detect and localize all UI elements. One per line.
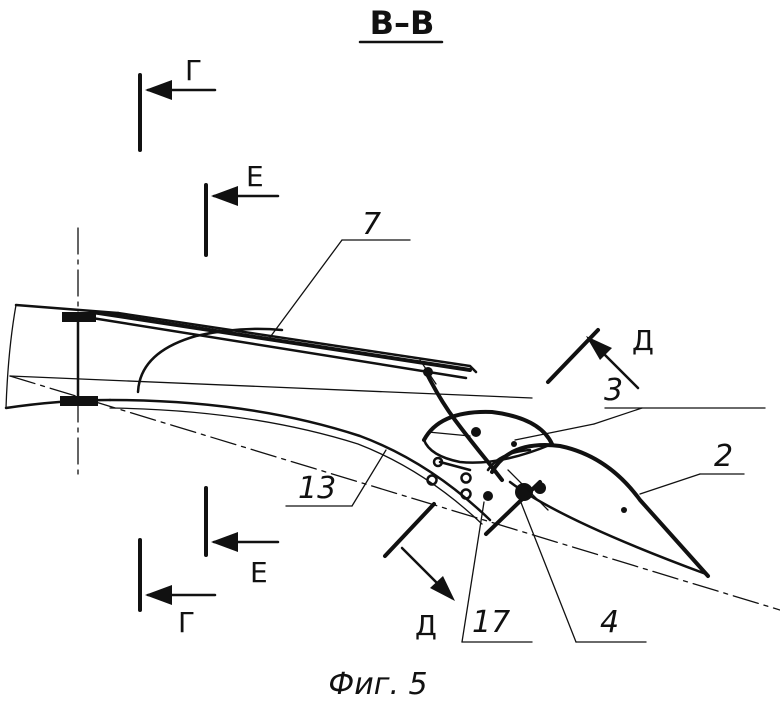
roller-track — [426, 456, 493, 501]
reference-line-horizontal — [9, 375, 533, 399]
hinge-carriage — [419, 359, 549, 536]
label-g-top: Г — [185, 54, 202, 87]
section-mark-g-top: Г — [138, 54, 217, 152]
section-mark-d-upper: Д — [546, 324, 654, 390]
section-mark-g-bottom: Г — [138, 538, 217, 639]
callout-13: 13 — [298, 471, 336, 506]
section-title: В–В — [370, 4, 435, 42]
section-mark-d-lower: Д — [383, 502, 455, 642]
callout-3: 3 — [604, 373, 623, 408]
section-mark-e-bottom: Е — [204, 486, 280, 589]
label-d-lower: Д — [415, 609, 437, 642]
leader-lines — [267, 239, 745, 643]
wing-root-structure — [4, 227, 120, 479]
figure-caption: Фиг. 5 — [328, 667, 427, 702]
spoiler-panel — [90, 310, 478, 394]
label-d-upper: Д — [632, 324, 654, 357]
label-g-bottom: Г — [178, 606, 195, 639]
callout-2: 2 — [714, 439, 733, 474]
label-e-bottom: Е — [250, 556, 268, 589]
lower-wing-contour — [108, 398, 492, 522]
section-mark-e-top: Е — [204, 160, 280, 257]
callout-4: 4 — [600, 605, 619, 640]
chord-line — [9, 375, 780, 611]
callout-17: 17 — [472, 605, 510, 640]
label-e-top: Е — [246, 160, 264, 193]
flap-element-2 — [486, 443, 710, 578]
lower-wing-inner-contour — [109, 407, 483, 525]
callout-7: 7 — [362, 207, 381, 242]
